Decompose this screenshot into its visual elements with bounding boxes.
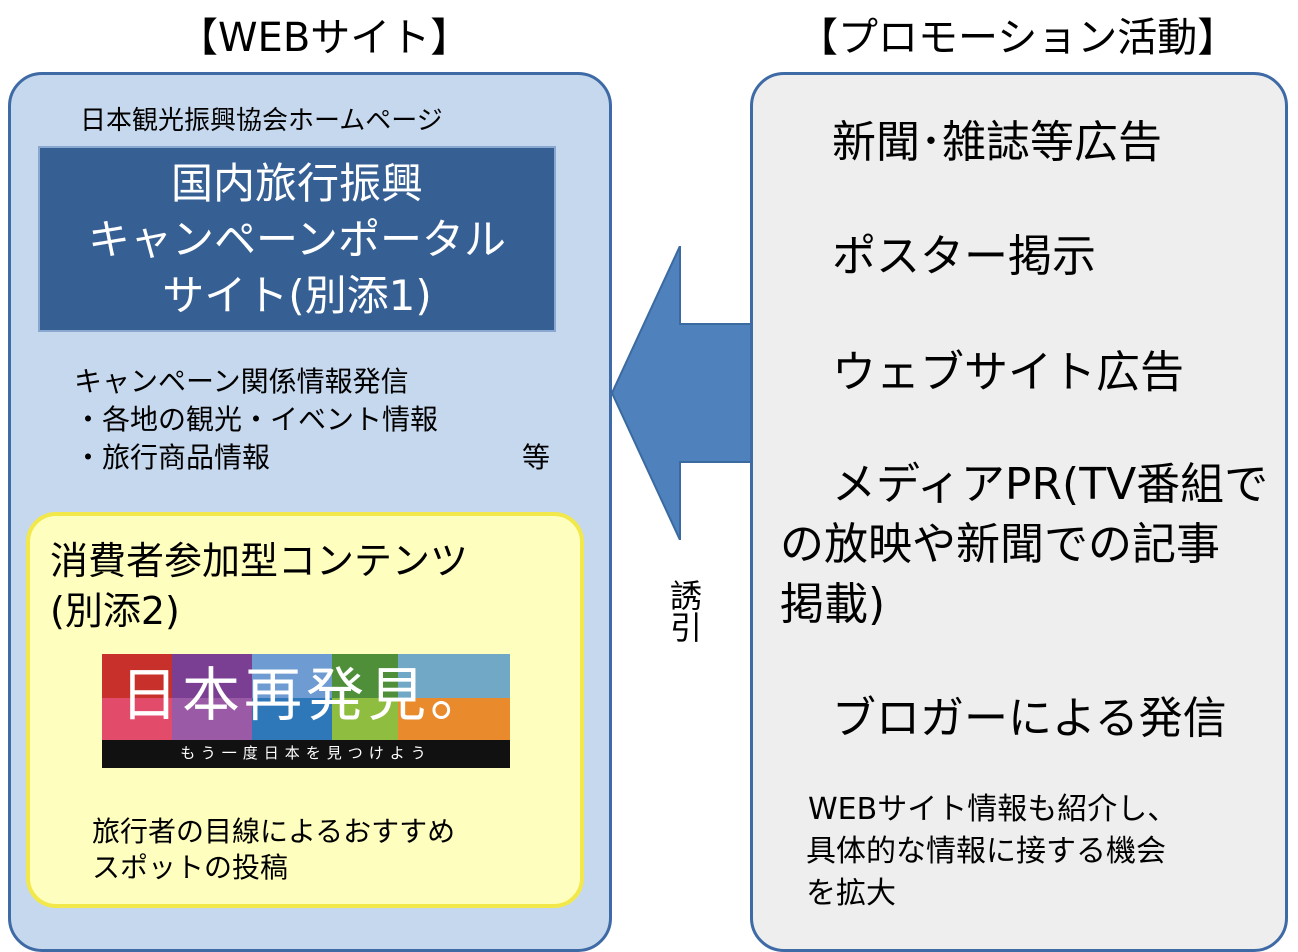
- logo-tagline: もう一度日本を見つけよう: [180, 744, 432, 762]
- promo-item-poster: ポスター掲示: [832, 231, 1096, 282]
- portal-line: キャンペーンポータル: [88, 215, 506, 264]
- logo-text: 日本再発見。: [119, 661, 492, 729]
- promotion-header: 【プロモーション活動】: [798, 15, 1238, 61]
- post-description-line: スポットの投稿: [92, 851, 289, 884]
- info-etc: 等: [522, 441, 551, 474]
- consumer-title-line: (別添2): [50, 589, 180, 633]
- info-heading: キャンペーン関係情報発信: [74, 365, 409, 398]
- promo-item-blogger: ブロガーによる発信: [832, 693, 1227, 744]
- promo-item-media-pr: 掲載): [780, 579, 886, 630]
- induce-label: 誘引: [669, 577, 702, 647]
- promo-item-media-pr: の放映や新聞での記事: [780, 519, 1220, 570]
- info-item: ・旅行商品情報: [74, 441, 271, 474]
- info-item: ・各地の観光・イベント情報: [74, 403, 439, 436]
- portal-line: 国内旅行振興: [170, 159, 423, 208]
- left-arrow-shape: [612, 246, 752, 540]
- portal-site-box: 国内旅行振興 キャンペーンポータル サイト(別添1): [38, 146, 556, 332]
- homepage-title: 日本観光振興協会ホームページ: [80, 106, 443, 136]
- post-description-line: 旅行者の目線によるおすすめ: [92, 815, 456, 848]
- nihon-saihakken-logo: 日本再発見。 もう一度日本を見つけよう: [102, 654, 510, 768]
- promo-item-newspaper-ads: 新聞･雑誌等広告: [832, 117, 1162, 168]
- promo-note-line: を拡大: [806, 876, 896, 911]
- promo-note-line: 具体的な情報に接する機会: [806, 834, 1166, 869]
- portal-line: サイト(別添1): [162, 271, 432, 320]
- website-header: 【WEBサイト】: [178, 15, 471, 61]
- promo-item-web-ads: ウェブサイト広告: [832, 347, 1184, 398]
- promo-item-media-pr: メディアPR(TV番組で: [832, 459, 1269, 510]
- consumer-content-title: 消費者参加型コンテンツ (別添2): [50, 536, 468, 636]
- induce-arrow: [612, 246, 752, 540]
- promo-note-line: WEBサイト情報も紹介し、: [808, 792, 1178, 827]
- consumer-title-line: 消費者参加型コンテンツ: [50, 539, 469, 583]
